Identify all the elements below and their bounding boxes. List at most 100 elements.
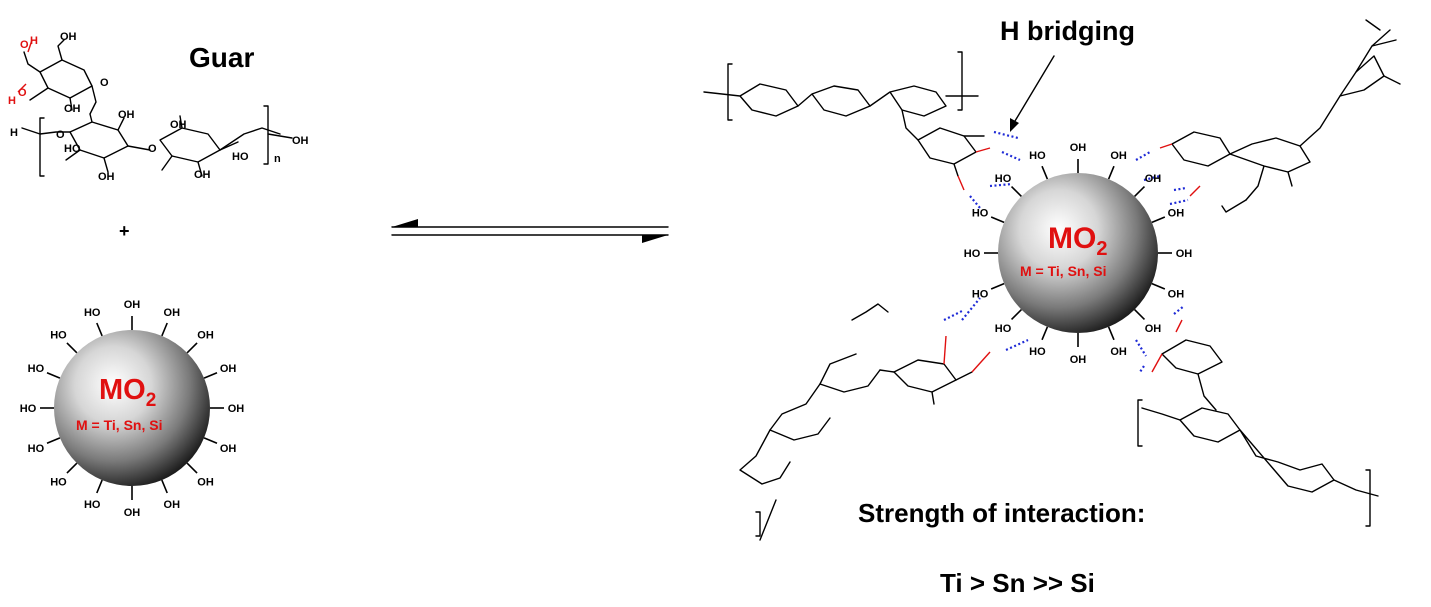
hydroxyl-label: HO xyxy=(28,363,45,375)
hydroxyl-bond xyxy=(990,216,1005,224)
hydroxyl-label: HO xyxy=(972,207,989,219)
guar-oh-a: OH xyxy=(64,103,81,115)
guar-h-top: H xyxy=(30,35,38,47)
hydroxyl-label: OH xyxy=(1168,289,1185,301)
hydroxyl-bond xyxy=(186,342,198,354)
hydroxyl-label: OH xyxy=(1145,323,1162,335)
hydroxyl-label: HO xyxy=(995,173,1012,185)
hydroxyl-label: OH xyxy=(1145,173,1162,185)
hydroxyl-bond xyxy=(203,437,218,444)
equilibrium-arrows xyxy=(391,219,669,243)
hydroxyl-label: HO xyxy=(964,248,981,260)
hydroxyl-bond xyxy=(96,479,103,494)
hydroxyl-label: OH xyxy=(1110,346,1127,358)
h-bridging-label: H bridging xyxy=(1000,16,1135,46)
strength-order: Ti > Sn >> Si xyxy=(940,568,1095,598)
particle-left-formula-sub: 2 xyxy=(145,389,157,411)
guar-o-top: O xyxy=(20,39,29,51)
guar-chain-bottom-left xyxy=(739,303,973,541)
hydroxyl-label: OH xyxy=(1110,150,1127,162)
hydroxyl-bond xyxy=(1041,326,1049,341)
particle-left-metals: M = Ti, Sn, Si xyxy=(76,417,163,433)
particle-right-formula-sub: 2 xyxy=(1096,238,1108,260)
hydroxyl-bond xyxy=(1151,216,1166,224)
hydroxyl-bond xyxy=(161,322,168,337)
hydroxyl-bond xyxy=(1010,185,1022,197)
hydroxyl-label: OH xyxy=(164,307,181,319)
hydroxyl-bond xyxy=(1041,165,1049,180)
hydroxyl-label: OH xyxy=(164,499,181,511)
guar-n: n xyxy=(274,153,281,165)
hydroxyl-bond xyxy=(1010,309,1022,321)
guar-h-left: H xyxy=(10,127,18,139)
hydroxyl-label: OH xyxy=(220,363,237,375)
hydroxyl-label: HO xyxy=(50,477,67,489)
hydroxyl-label: HO xyxy=(1029,150,1046,162)
red-hydroxyl-marks xyxy=(943,143,1201,373)
hydroxyl-bond xyxy=(1151,282,1166,290)
guar-structure-left xyxy=(17,39,293,177)
guar-oh-c: HO xyxy=(64,143,81,155)
hydroxyl-label: HO xyxy=(84,307,101,319)
hydroxyl-bond xyxy=(66,462,78,474)
particle-right: OH OH OH OH OH OH OH OH OH HO HO HO HO HO HO HO xyxy=(964,142,1193,366)
particle-right-formula-main: MO xyxy=(1048,222,1097,255)
hydroxyl-bond xyxy=(1134,309,1146,321)
hydroxyl-label: HO xyxy=(28,443,45,455)
guar-o-mid: O xyxy=(18,87,27,99)
guar-oh-top: OH xyxy=(60,31,77,43)
particle-right-hydroxyl-bonds xyxy=(984,159,1172,347)
hydroxyl-bond xyxy=(1107,326,1115,341)
guar-chain-top-left xyxy=(703,51,985,177)
hydroxyl-label: OH xyxy=(197,477,214,489)
hydroxyl-label: OH xyxy=(1070,354,1087,366)
hydroxyl-bond xyxy=(990,282,1005,290)
hydroxyl-label: OH xyxy=(124,299,141,311)
guar-oh-e: OH xyxy=(170,119,187,131)
hydroxyl-label: HO xyxy=(20,403,37,415)
guar-o-link2: O xyxy=(56,129,65,141)
hydroxyl-label: OH xyxy=(1070,142,1087,154)
hydroxyl-bond xyxy=(203,372,218,379)
particle-right-formula: MO2 xyxy=(1048,222,1108,260)
hydroxyl-bond xyxy=(96,322,103,337)
hydroxyl-bond xyxy=(46,372,61,379)
guar-oh-f: OH xyxy=(194,169,211,181)
guar-oh-g: HO xyxy=(232,151,249,163)
particle-left-sphere xyxy=(54,330,210,486)
particle-right-metals: M = Ti, Sn, Si xyxy=(1020,263,1107,279)
guar-labels-left: O H OH H O OH O H O OH HO OH O OH OH HO … xyxy=(8,31,309,183)
plus-sign: + xyxy=(119,221,130,241)
guar-o-link3: O xyxy=(148,143,157,155)
hydroxyl-label: OH xyxy=(228,403,245,415)
guar-o-link1: O xyxy=(100,77,109,89)
particle-left-formula: MO2 xyxy=(99,376,156,410)
strength-title: Strength of interaction: xyxy=(858,498,1146,528)
hydroxyl-label: OH xyxy=(1168,207,1185,219)
guar-oh-end: OH xyxy=(292,135,309,147)
hydroxyl-label: HO xyxy=(995,323,1012,335)
guar-h-mid: H xyxy=(8,95,16,107)
hydroxyl-label: HO xyxy=(84,499,101,511)
guar-oh-d: OH xyxy=(98,171,115,183)
hydroxyl-label: OH xyxy=(1176,248,1193,260)
particle-right-hydroxyl-labels: OH OH OH OH OH OH OH OH OH HO HO HO HO HO HO HO xyxy=(964,142,1193,366)
guar-chain-top-right xyxy=(1171,19,1401,213)
hydroxyl-label: OH xyxy=(220,443,237,455)
hydroxyl-label: HO xyxy=(1029,346,1046,358)
hydrogen-bonds xyxy=(943,130,1189,373)
hydroxyl-label: HO xyxy=(50,329,67,341)
hydroxyl-label: HO xyxy=(972,289,989,301)
guar-oh-b: OH xyxy=(118,109,135,121)
particle-right-sphere xyxy=(998,173,1158,333)
hydroxyl-bond xyxy=(1134,185,1146,197)
hydroxyl-label: OH xyxy=(197,329,214,341)
hydroxyl-bond xyxy=(1107,165,1115,180)
h-bridging-pointer xyxy=(1010,55,1055,132)
particle-left-formula-main: MO xyxy=(99,374,146,406)
guar-chain-bottom-right xyxy=(1137,339,1379,527)
hydroxyl-bond xyxy=(66,342,78,354)
